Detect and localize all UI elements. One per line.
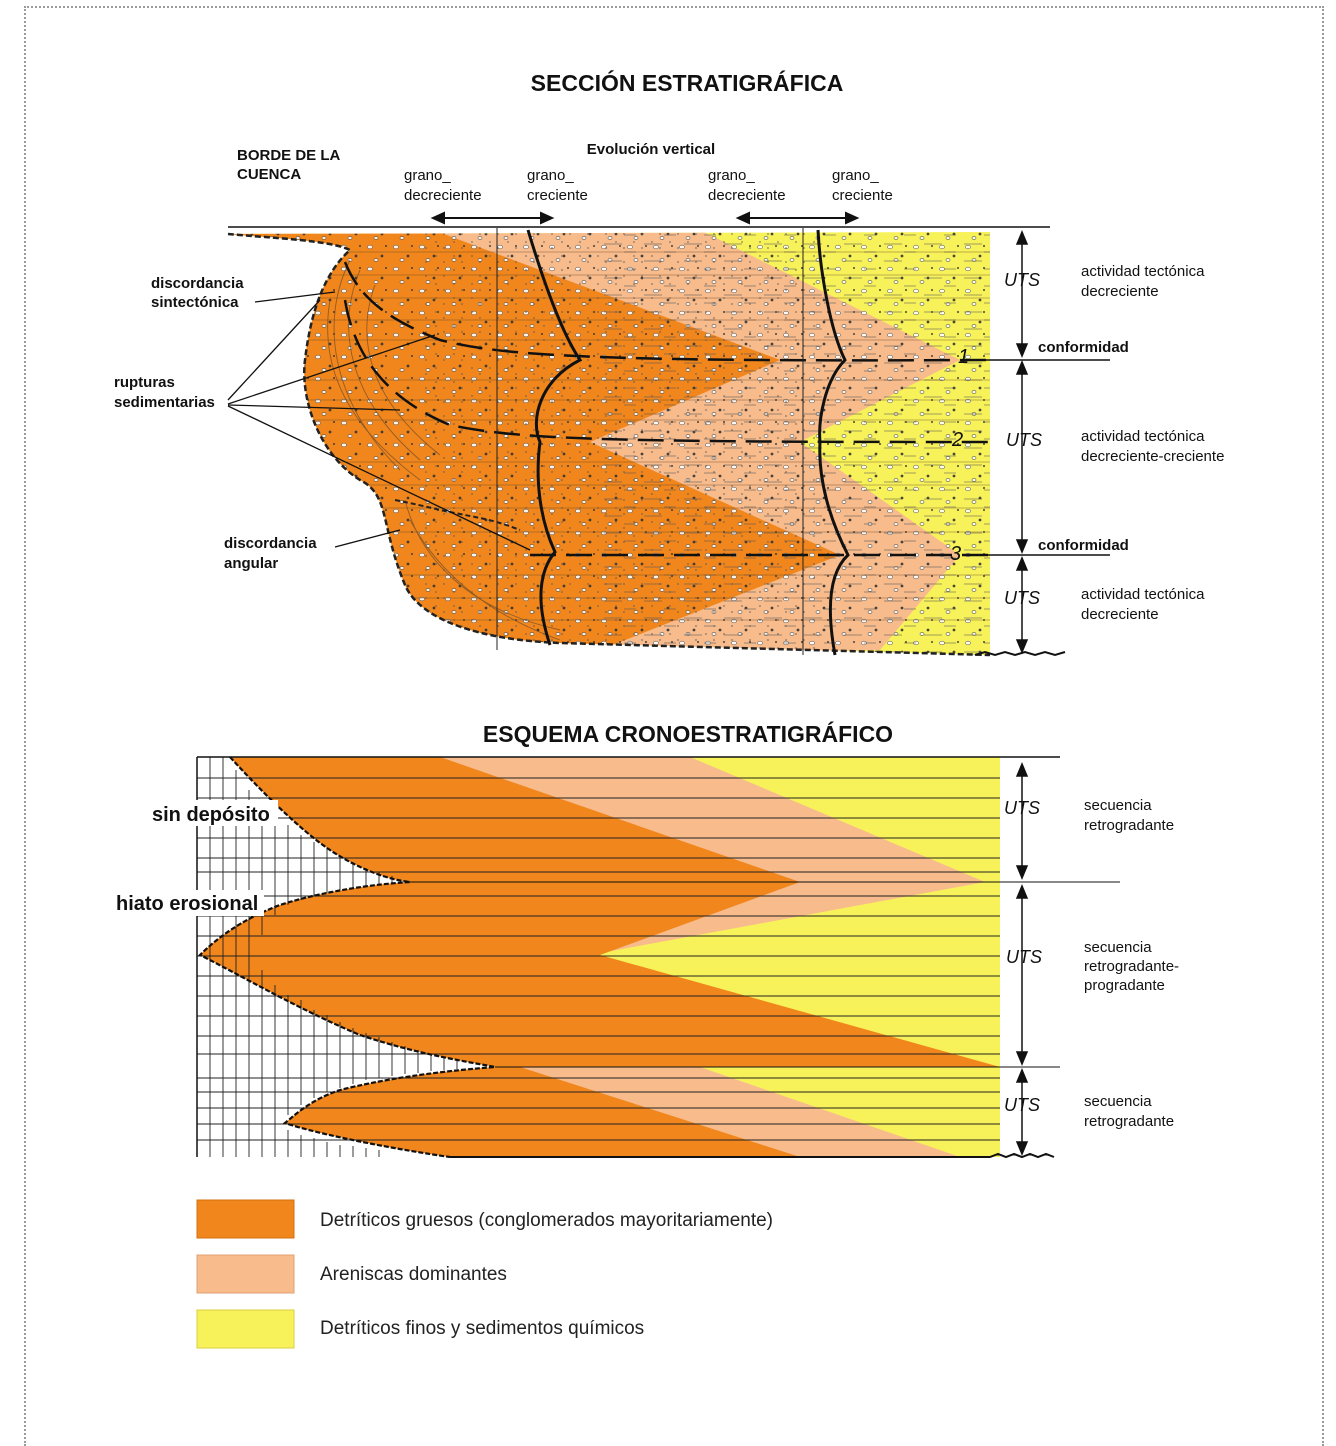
sequence-1b: retrogradante	[1084, 817, 1174, 834]
uts-top-3: UTS	[1004, 588, 1040, 608]
basin-edge-label-2: CUENCA	[237, 166, 301, 183]
sequence-2a: secuencia	[1084, 939, 1152, 956]
ruptures-1: rupturas	[114, 374, 175, 391]
legend-label-sandstone: Areniscas dominantes	[320, 1264, 507, 1285]
legend-swatch-coarse	[197, 1200, 294, 1238]
grain-inc-1b: creciente	[527, 187, 588, 204]
uts-bottom-2: UTS	[1006, 947, 1042, 967]
angular-unconformity-1: discordancia	[224, 535, 317, 552]
activity-1a: actividad tectónica	[1081, 263, 1205, 280]
syn-unconformity-2: sintectónica	[151, 294, 239, 311]
grain-inc-2b: creciente	[832, 187, 893, 204]
basin-edge-label-1: BORDE DE LA	[237, 147, 341, 164]
no-deposit-label: sin depósito	[152, 804, 270, 826]
uts-top-1: UTS	[1004, 270, 1040, 290]
grain-dec-2b: decreciente	[708, 187, 786, 204]
grain-inc-1a: grano_	[527, 167, 574, 184]
grain-dec-2a: grano_	[708, 167, 755, 184]
stratigraphy-figure: SECCIÓN ESTRATIGRÁFICA BORDE DE LA CUENC…	[0, 0, 1336, 1407]
legend-swatch-sandstone	[197, 1255, 294, 1293]
grain-size-arrows	[433, 213, 857, 223]
chronostratigraphic-scheme: ESQUEMA CRONOESTRATIGRÁFICO sin depósito…	[114, 720, 1179, 1157]
activity-3a: actividad tectónica	[1081, 586, 1205, 603]
sequence-3b: retrogradante	[1084, 1113, 1174, 1130]
stratigraphic-section: SECCIÓN ESTRATIGRÁFICA BORDE DE LA CUENC…	[114, 69, 1224, 665]
legend-label-fine: Detríticos finos y sedimentos químicos	[320, 1318, 644, 1339]
activity-3b: decreciente	[1081, 606, 1159, 623]
legend: Detríticos gruesos (conglomerados mayori…	[197, 1200, 773, 1348]
grain-inc-2a: grano_	[832, 167, 879, 184]
angular-unconformity-2: angular	[224, 555, 278, 572]
uts-bottom-3: UTS	[1004, 1095, 1040, 1115]
activity-2b: decreciente-creciente	[1081, 448, 1224, 465]
grain-dec-1a: grano_	[404, 167, 451, 184]
conformity-2: conformidad	[1038, 537, 1129, 554]
activity-1b: decreciente	[1081, 283, 1159, 300]
uts-top-2: UTS	[1006, 430, 1042, 450]
sequence-2b: retrogradante-	[1084, 958, 1179, 975]
sequence-2c: progradante	[1084, 977, 1165, 994]
surface-number-3: 3	[950, 543, 961, 565]
uts-bottom-1: UTS	[1004, 798, 1040, 818]
grain-dec-1b: decreciente	[404, 187, 482, 204]
section-title: SECCIÓN ESTRATIGRÁFICA	[531, 69, 844, 96]
surface-number-2: 2	[951, 429, 963, 451]
scheme-title: ESQUEMA CRONOESTRATIGRÁFICO	[483, 720, 893, 747]
conformity-1: conformidad	[1038, 339, 1129, 356]
sequence-1a: secuencia	[1084, 797, 1152, 814]
surface-number-1: 1	[958, 346, 969, 368]
erosional-hiatus-label: hiato erosional	[116, 893, 258, 915]
sequence-3a: secuencia	[1084, 1093, 1152, 1110]
syn-unconformity-1: discordancia	[151, 275, 244, 292]
legend-label-coarse: Detríticos gruesos (conglomerados mayori…	[320, 1210, 773, 1231]
vertical-evolution-label: Evolución vertical	[587, 141, 715, 158]
activity-2a: actividad tectónica	[1081, 428, 1205, 445]
ruptures-2: sedimentarias	[114, 394, 215, 411]
legend-swatch-fine	[197, 1310, 294, 1348]
